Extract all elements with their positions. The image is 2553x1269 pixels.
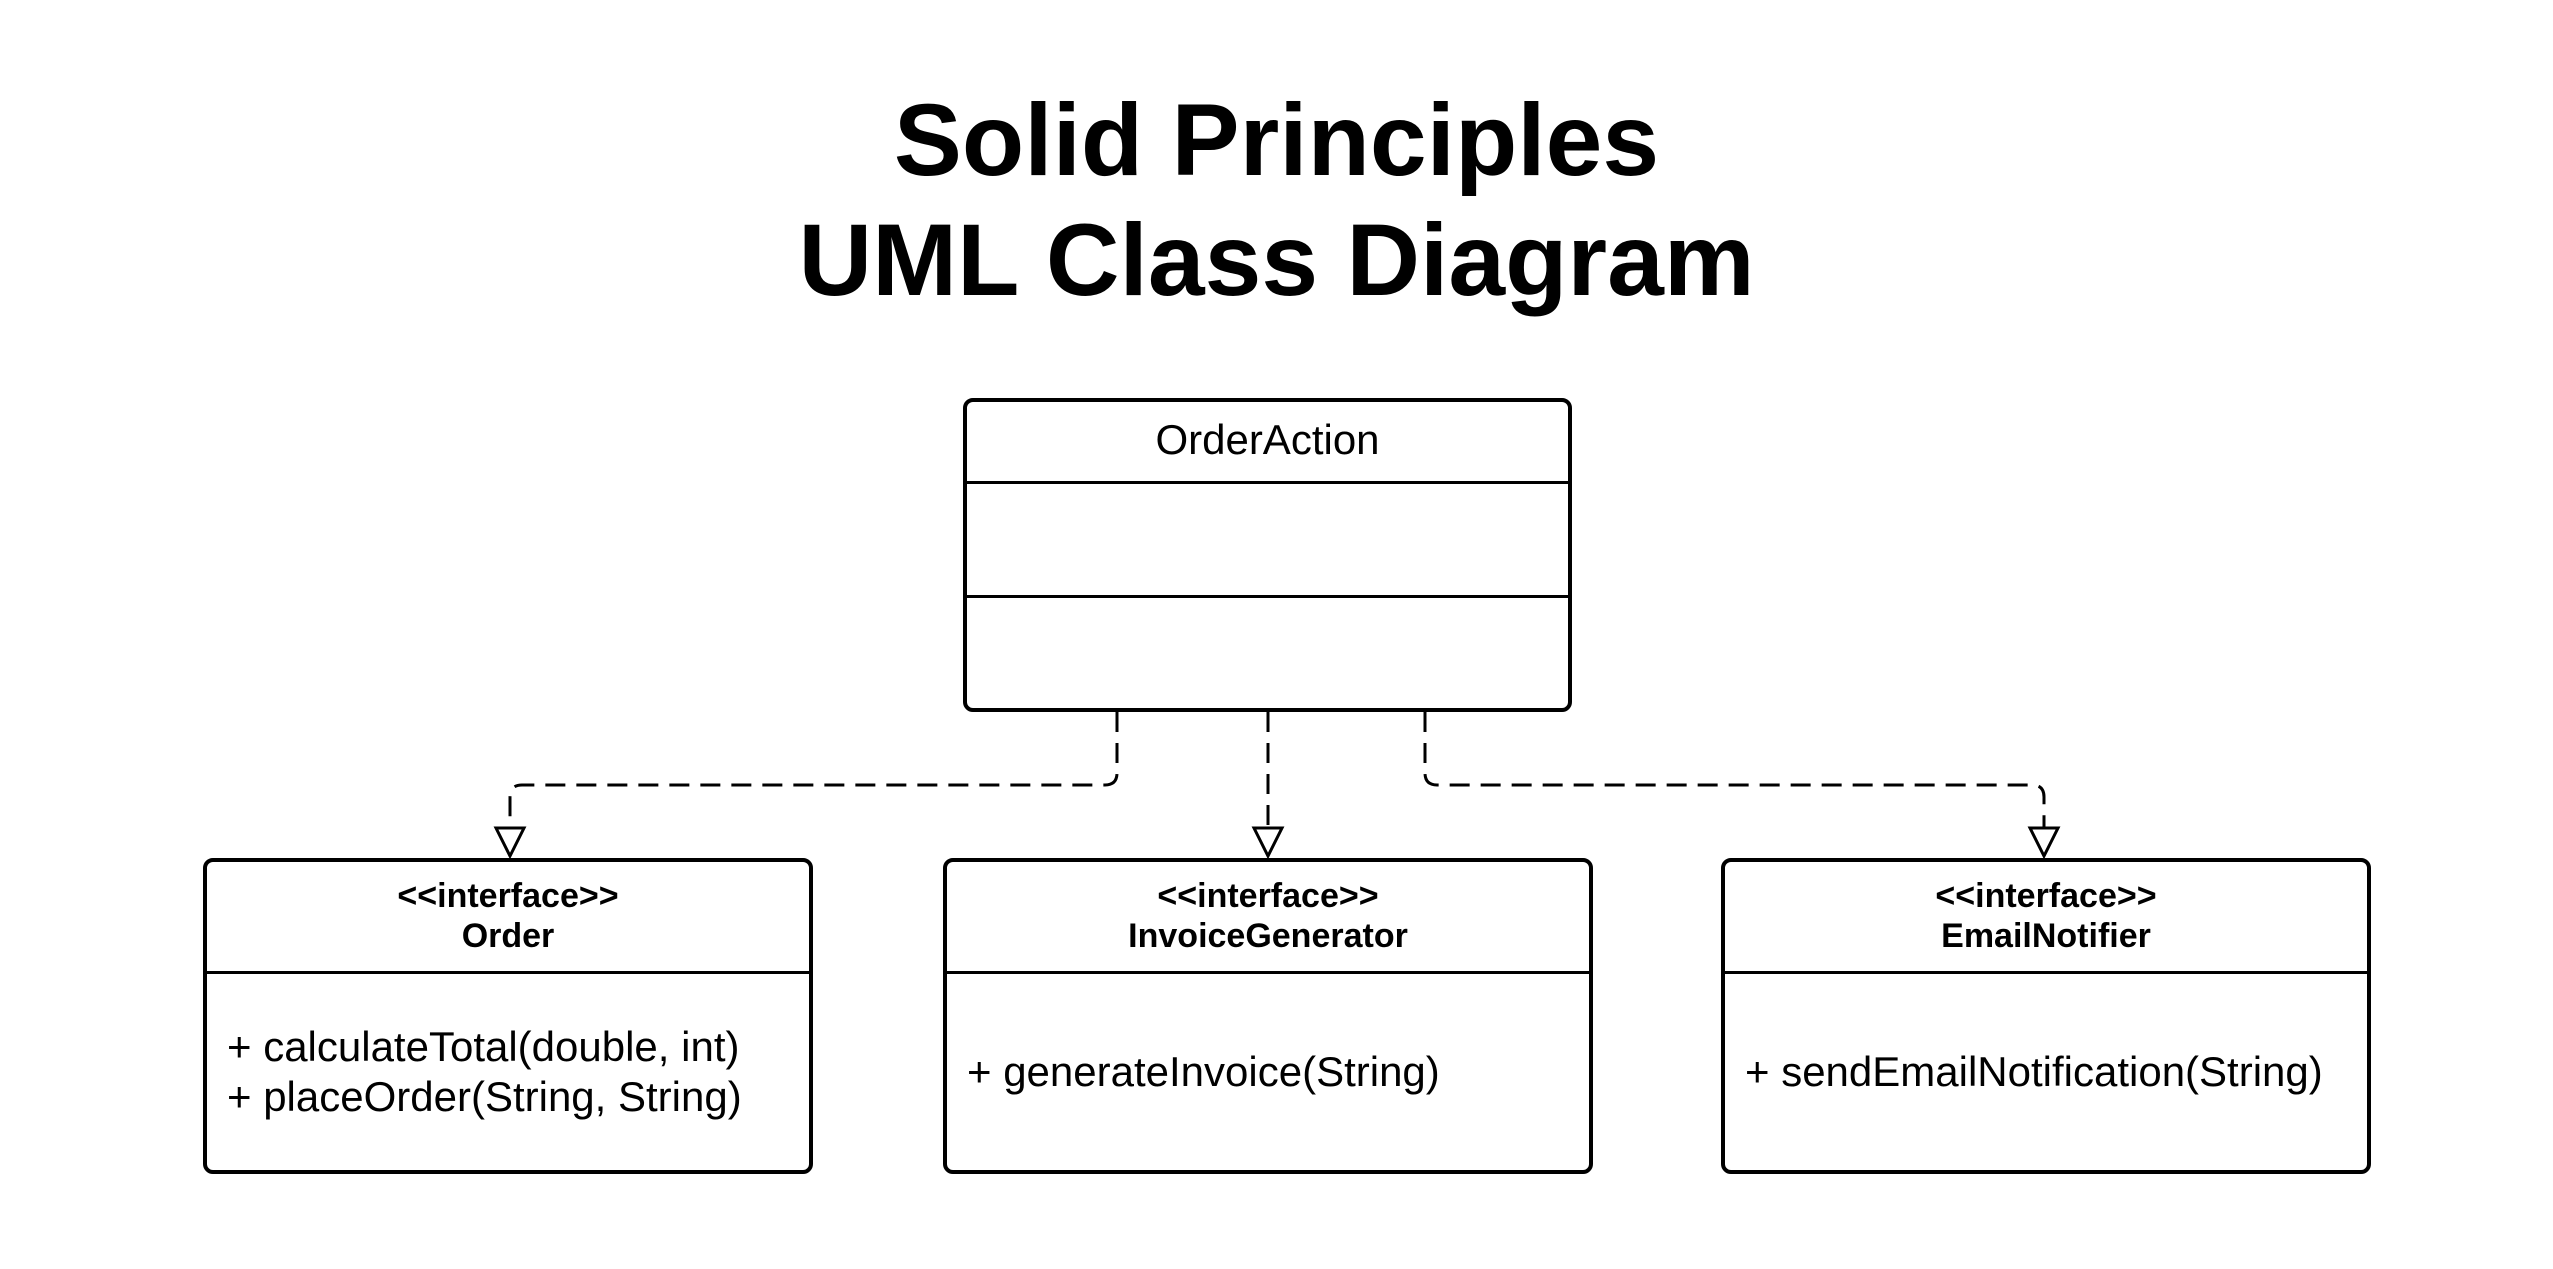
- stereotype-label: <<interface>>: [1157, 877, 1379, 915]
- methods-compartment: + calculateTotal(double, int) + placeOrd…: [207, 974, 809, 1170]
- interface-name: EmailNotifier: [1941, 917, 2151, 955]
- class-order-action[interactable]: OrderAction: [963, 398, 1572, 712]
- interface-header: <<interface>> InvoiceGenerator: [947, 862, 1589, 974]
- diagram-title-line-2: UML Class Diagram: [798, 203, 1755, 317]
- interface-invoice-generator[interactable]: <<interface>> InvoiceGenerator + generat…: [943, 858, 1593, 1174]
- realization-arrowhead-invoice-generator: [1251, 826, 1285, 860]
- method-place-order: + placeOrder(String, String): [227, 1073, 742, 1120]
- methods-compartment: + generateInvoice(String): [947, 974, 1589, 1170]
- interface-order[interactable]: <<interface>> Order + calculateTotal(dou…: [203, 858, 813, 1174]
- interface-header: <<interface>> EmailNotifier: [1725, 862, 2367, 974]
- stereotype-label: <<interface>>: [397, 877, 619, 915]
- realization-arrowhead-order: [493, 826, 527, 860]
- interface-header: <<interface>> Order: [207, 862, 809, 974]
- realization-arrowhead-email-notifier: [2027, 826, 2061, 860]
- interface-name: Order: [461, 917, 555, 955]
- method-generate-invoice: + generateInvoice(String): [967, 1048, 1440, 1095]
- methods-compartment: + sendEmailNotification(String): [1725, 974, 2367, 1170]
- stereotype-label: <<interface>>: [1935, 877, 2157, 915]
- method-send-email-notification: + sendEmailNotification(String): [1745, 1048, 2323, 1095]
- methods-compartment: [967, 598, 1568, 708]
- attributes-compartment: [967, 484, 1568, 598]
- method-calculate-total: + calculateTotal(double, int): [227, 1023, 740, 1070]
- realization-line-email-notifier: [1423, 712, 2046, 828]
- interface-name: InvoiceGenerator: [1128, 917, 1408, 955]
- interface-email-notifier[interactable]: <<interface>> EmailNotifier + sendEmailN…: [1721, 858, 2371, 1174]
- class-name: OrderAction: [967, 402, 1568, 484]
- diagram-title-line-1: Solid Principles: [893, 83, 1660, 197]
- realization-line-order: [508, 712, 1119, 828]
